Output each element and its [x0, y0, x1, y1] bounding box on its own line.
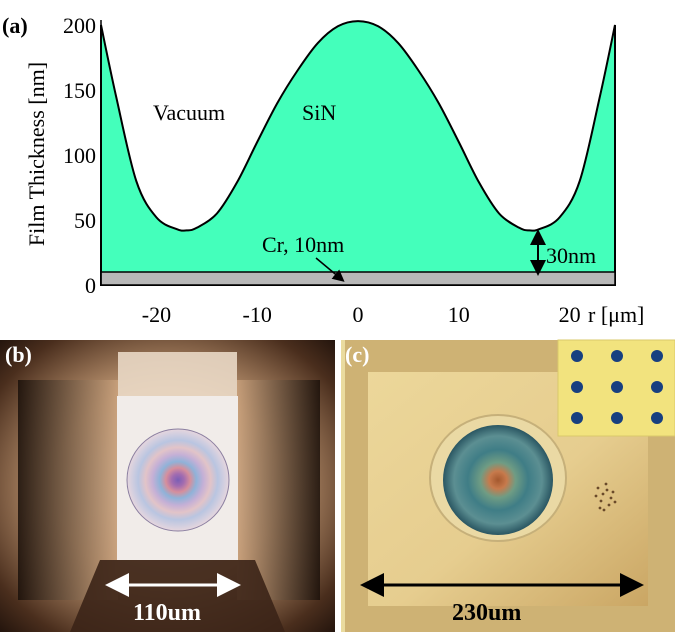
x-tick-label: -10	[243, 302, 272, 327]
panel-c: (c) 230um	[341, 339, 675, 632]
x-tick-label: 0	[353, 302, 364, 327]
y-tick-labels: 0 50 100 150 200	[63, 13, 96, 298]
panel-c-inset-dot-array	[571, 350, 663, 424]
gap-label: 30nm	[546, 243, 596, 268]
debris-speck	[607, 503, 611, 507]
debris-speck	[605, 488, 609, 492]
panel-c-label: (c)	[345, 342, 369, 367]
panel-a: 0 50 100 150 200 -20 -10 0 10 20 (a) Film Thickn…	[2, 13, 644, 327]
sin-label: SiN	[302, 100, 336, 125]
panel-b-top-wall	[118, 352, 237, 396]
x-tick-labels: -20 -10 0 10 20	[142, 302, 581, 327]
debris-speck	[609, 496, 613, 500]
panel-b-label: (b)	[5, 342, 32, 367]
x-tick-label: -20	[142, 302, 171, 327]
y-tick-label: 200	[63, 13, 96, 38]
vacuum-label: Vacuum	[153, 100, 225, 125]
y-tick-label: 50	[74, 208, 96, 233]
inset-dot	[611, 381, 623, 393]
cr-label: Cr, 10nm	[262, 232, 344, 257]
cr-pointer-arrow	[315, 257, 345, 282]
debris-speck	[602, 508, 606, 512]
panel-a-label: (a)	[2, 13, 28, 38]
panel-b: (b) 110um	[0, 340, 335, 632]
panel-b-rings-edge	[126, 428, 230, 532]
debris-speck	[598, 506, 602, 510]
inset-dot	[651, 412, 663, 424]
debris-speck	[613, 500, 617, 504]
inset-dot	[611, 350, 623, 362]
debris-speck	[601, 492, 605, 496]
panel-b-interference-rings	[127, 429, 229, 531]
debris-speck	[596, 486, 600, 490]
y-tick-label: 100	[63, 143, 96, 168]
inset-dot	[571, 412, 583, 424]
cr-layer	[100, 271, 616, 286]
inset-dot	[611, 412, 623, 424]
panel-b-left-wall	[18, 380, 118, 600]
x-tick-label: 20	[559, 302, 581, 327]
x-tick-label: 10	[448, 302, 470, 327]
inset-dot	[571, 350, 583, 362]
inset-dot	[651, 350, 663, 362]
debris-speck	[599, 499, 603, 503]
inset-dot	[571, 381, 583, 393]
y-axis-label: Film Thickness [nm]	[24, 62, 49, 246]
panel-c-scale-text: 230um	[452, 600, 521, 626]
y-tick-label: 150	[63, 78, 96, 103]
inset-dot	[651, 381, 663, 393]
debris-speck	[611, 490, 615, 494]
panel-b-right-wall	[237, 380, 320, 600]
debris-speck	[594, 494, 598, 498]
panel-c-interference-rings	[443, 425, 553, 535]
panel-b-scale-text: 110um	[133, 600, 201, 626]
x-axis-label: r [μm]	[588, 302, 644, 327]
debris-speck	[604, 482, 608, 486]
y-tick-label: 0	[85, 273, 96, 298]
panel-c-debris	[594, 482, 617, 512]
